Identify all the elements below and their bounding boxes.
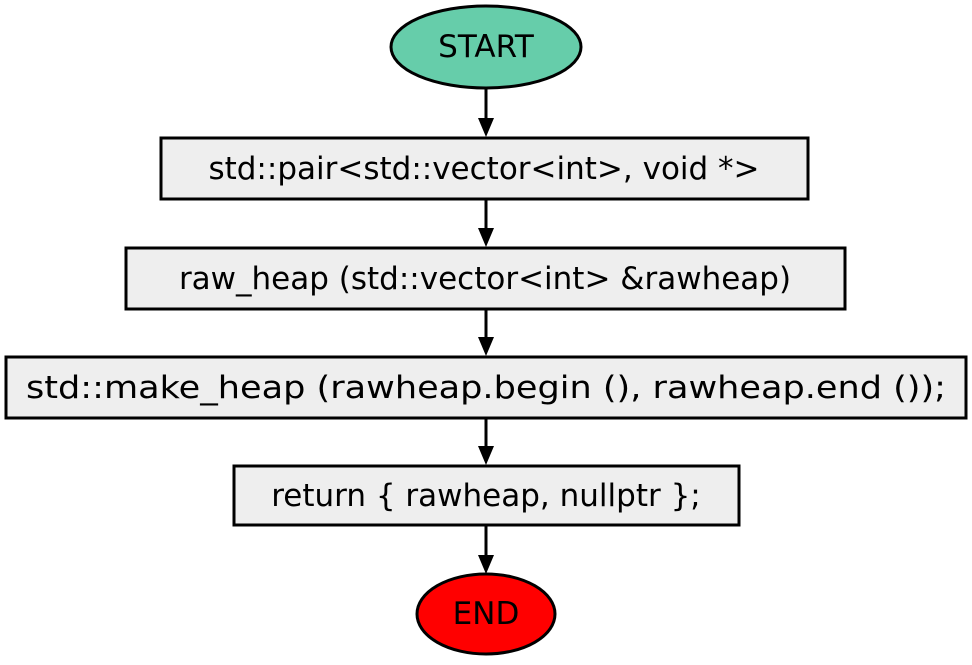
edge-step-3-to-step-4 — [478, 418, 494, 465]
edge-arrowhead — [478, 446, 494, 465]
step-node-3: std::make_heap (rawheap.begin (), rawhea… — [4, 355, 968, 420]
step-node-1: std::pair<std::vector<int>, void *> — [159, 136, 810, 201]
edge-arrowhead — [478, 555, 494, 574]
edge-step-4-to-end — [478, 525, 494, 574]
edge-arrowhead — [478, 118, 494, 137]
step-label-1: std::pair<std::vector<int>, void *> — [208, 151, 759, 187]
step-node-4: return { rawheap, nullptr }; — [232, 464, 741, 527]
edge-start-to-step-1 — [478, 88, 494, 137]
step-node-2: raw_heap (std::vector<int> &rawheap) — [124, 246, 847, 311]
start-label: START — [438, 29, 535, 65]
edge-arrowhead — [478, 228, 494, 247]
edge-step-1-to-step-2 — [478, 199, 494, 247]
step-label-3: std::make_heap (rawheap.begin (), rawhea… — [26, 370, 946, 406]
edge-step-2-to-step-3 — [478, 309, 494, 356]
start-node: START — [389, 4, 583, 90]
step-box-1 — [159, 136, 810, 201]
step-label-4: return { rawheap, nullptr }; — [271, 478, 701, 514]
end-ellipse — [415, 572, 557, 656]
end-label: END — [453, 596, 520, 632]
edge-arrowhead — [478, 337, 494, 356]
step-label-2: raw_heap (std::vector<int> &rawheap) — [179, 261, 791, 297]
end-node: END — [415, 572, 557, 656]
step-box-3 — [4, 355, 968, 420]
